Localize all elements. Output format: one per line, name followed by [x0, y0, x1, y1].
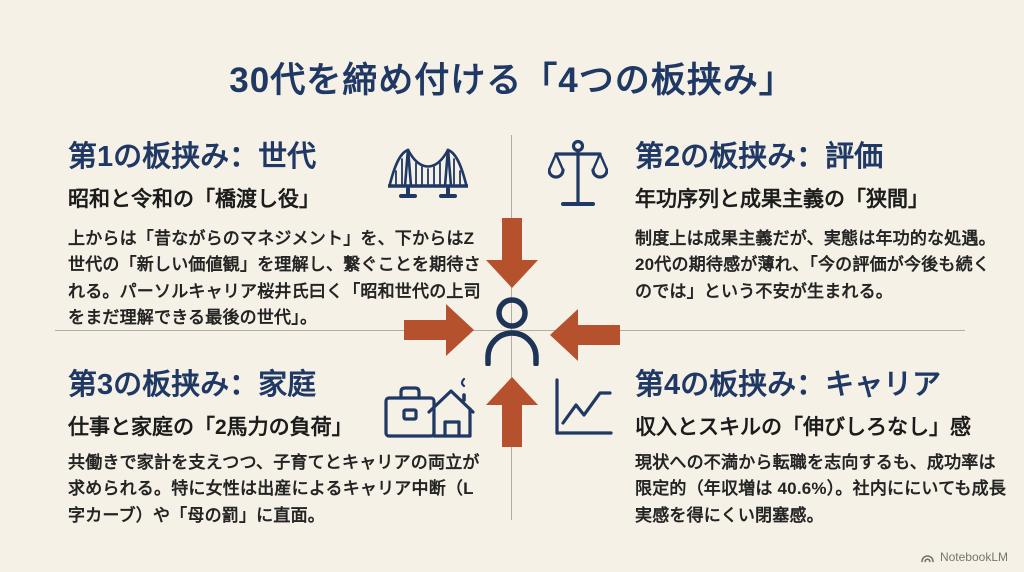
quadrant-1-body: 上からは「昔ながらのマネジメント」を、下からはZ世代の「新しい価値観」を理解し、… — [68, 229, 481, 328]
quadrant-evaluation: 第2の板挟み：評価 年功序列と成果主義の「狭間」 — [635, 140, 929, 213]
quadrant-generation: 第1の板挟み：世代 昭和と令和の「橋渡し役」 — [68, 140, 320, 213]
person-icon — [483, 296, 541, 371]
arrow-down-icon — [486, 218, 538, 293]
quadrant-4-heading: 第4の板挟み：キャリア — [635, 369, 942, 401]
page-title: 30代を締め付ける「4つの板挟み」 — [229, 61, 795, 100]
arrow-up-icon — [486, 372, 538, 447]
quadrant-3-heading: 第3の板挟み：家庭 — [68, 369, 317, 401]
quadrant-2-heading: 第2の板挟み：評価 — [635, 141, 884, 173]
quadrant-family: 第3の板挟み：家庭 仕事と家庭の「2馬力の負荷」 — [68, 368, 353, 441]
notebooklm-logo-icon — [920, 551, 935, 563]
quadrant-career: 第4の板挟み：キャリア 収入とスキルの「伸びしろなし」感 — [635, 368, 971, 441]
arrow-right-icon — [404, 304, 474, 361]
quadrant-3-body: 共働きで家計を支えつつ、子育てとキャリアの両立が求められる。特に女性は出産による… — [68, 453, 480, 525]
quadrant-4-subtitle: 収入とスキルの「伸びしろなし」感 — [635, 415, 971, 439]
arrow-left-icon — [550, 304, 620, 361]
quadrant-3-subtitle: 仕事と家庭の「2馬力の負荷」 — [68, 415, 353, 439]
footer-brand: NotebookLM — [920, 550, 1008, 564]
quadrant-1-subtitle: 昭和と令和の「橋渡し役」 — [68, 187, 320, 211]
quadrant-2-subtitle: 年功序列と成果主義の「狭間」 — [635, 187, 929, 211]
balance-scale-icon — [547, 138, 609, 217]
growth-chart-icon — [553, 377, 613, 444]
quadrant-4-body: 現状への不満から転職を志向するも、成功率は限定的（年収増は 40.6%）。社内に… — [635, 453, 1007, 525]
bridge-icon — [386, 142, 470, 209]
quadrant-1-heading: 第1の板挟み：世代 — [68, 141, 317, 173]
quadrant-2-body: 制度上は成果主義だが、実態は年功的な処遇。20代の期待感が薄れ、「今の評価が今後… — [635, 229, 996, 301]
brand-label: NotebookLM — [939, 550, 1008, 564]
briefcase-house-icon — [383, 374, 475, 449]
